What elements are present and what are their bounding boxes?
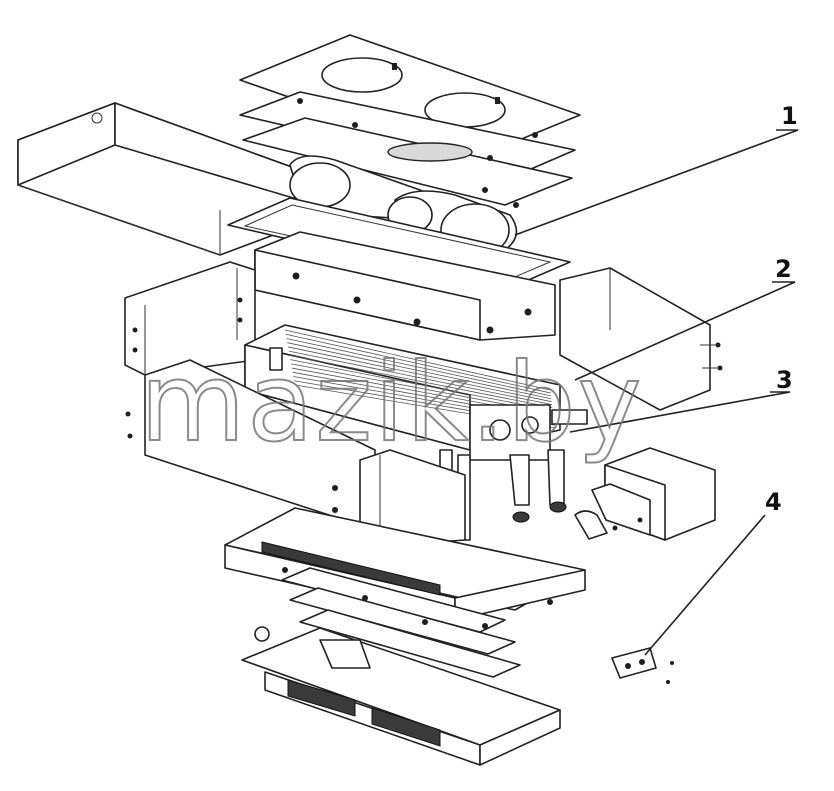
coil-fin-line: [288, 350, 553, 406]
control-box: [591, 447, 716, 541]
coil-fin-line: [284, 329, 551, 391]
callout-1: 1: [781, 102, 798, 130]
bottom-grille-frame: [241, 626, 561, 766]
coil-fin-line: [285, 333, 551, 394]
mounting-bracket: [611, 647, 674, 684]
coil-fin-line: [290, 359, 553, 411]
coil-fin-line: [287, 346, 552, 403]
left-housing-box: [17, 102, 301, 256]
fan-motor-assembly: [289, 142, 519, 257]
fan-mount-plates: [239, 91, 576, 206]
coil-fin-line: [289, 354, 553, 408]
coil-fin-line: [287, 342, 552, 400]
coil-fin-line: [286, 338, 551, 397]
watermark-text: mazik.by: [140, 341, 643, 466]
leader-lines: [514, 129, 799, 656]
callout-2: 2: [775, 255, 792, 283]
louver-blades: [281, 567, 521, 678]
callout-4: 4: [765, 488, 782, 516]
right-side-panel: [559, 267, 723, 411]
front-panel: [125, 359, 466, 546]
callout-3: 3: [776, 366, 793, 394]
